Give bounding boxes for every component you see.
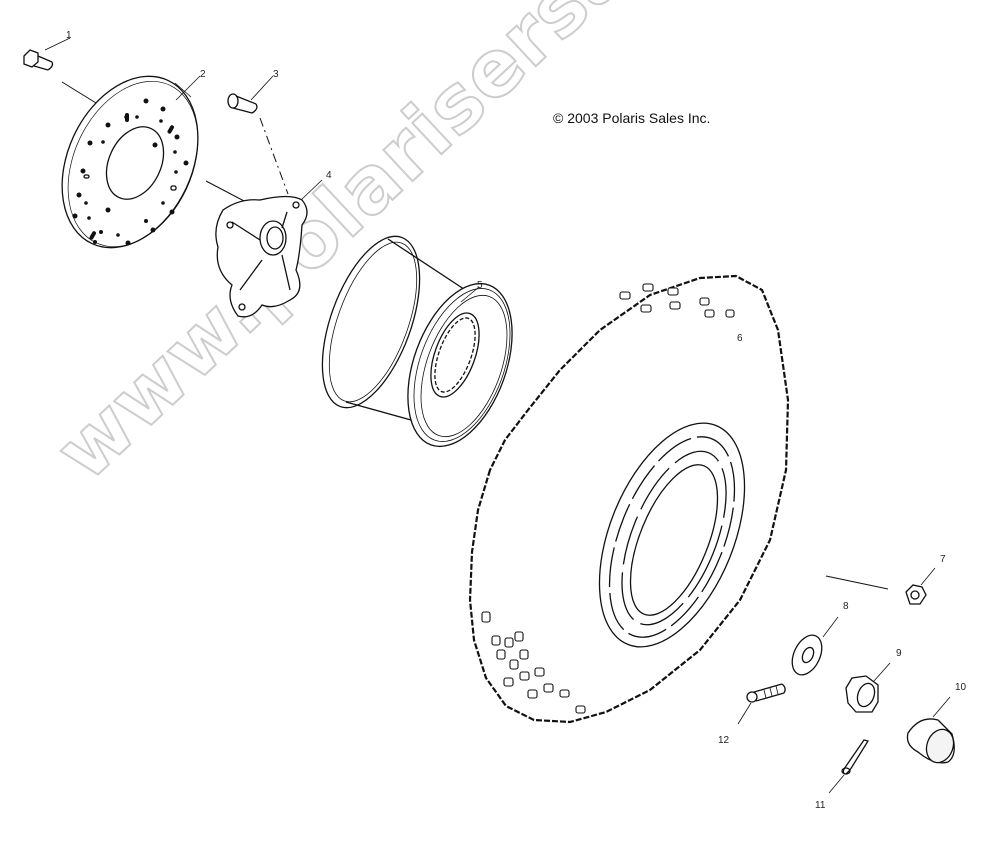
callout-12: 12 [718,735,730,746]
callout-9: 9 [896,648,902,659]
callout-4: 4 [326,170,332,181]
bolt-icon [23,37,71,71]
callout-10: 10 [955,682,967,693]
copyright-notice: © 2003 Polaris Sales Inc. [553,110,711,126]
callout-5: 5 [477,280,483,291]
rim-icon [321,235,513,448]
valve-stem-bolt-icon [737,683,786,725]
wheel-stud-icon [227,75,274,114]
callout-7: 7 [940,554,946,565]
callout-3: 3 [273,69,279,80]
callout-1: 1 [66,30,72,41]
flange-nut-icon [905,567,936,605]
tire-icon [468,274,790,724]
castle-nut-icon [845,662,891,713]
callout-8: 8 [843,601,849,612]
callout-6: 6 [737,333,743,344]
brake-disc-icon [61,75,199,249]
hub-cap-icon [906,696,955,764]
callout-11: 11 [815,800,826,811]
cotter-pin-icon [828,739,870,794]
washer-icon [791,616,839,676]
wheel-hub-icon [215,179,323,318]
callout-2: 2 [200,69,206,80]
